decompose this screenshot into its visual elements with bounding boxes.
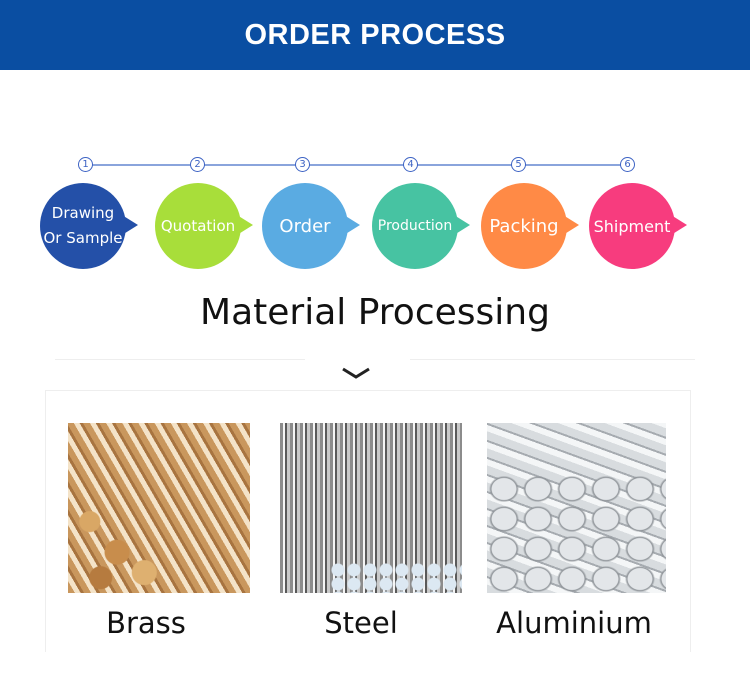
step-quotation: Quotation xyxy=(155,183,253,269)
step-packing: Packing xyxy=(481,183,579,269)
step-label: Order xyxy=(279,215,331,237)
step-production: Production xyxy=(372,183,470,269)
chevron-down-icon xyxy=(342,367,370,379)
step-number-1: 1 xyxy=(78,157,93,172)
divider xyxy=(55,359,305,360)
step-label: Or Sample xyxy=(43,229,123,247)
aluminium-image xyxy=(487,423,666,593)
timeline-line xyxy=(85,164,627,166)
step-order: Order xyxy=(262,183,360,269)
materials-panel xyxy=(45,390,691,652)
step-drawing: Drawing Or Sample xyxy=(40,183,138,269)
step-label: Packing xyxy=(489,215,559,237)
section-title: Material Processing xyxy=(200,292,550,333)
step-number-5: 5 xyxy=(511,157,526,172)
step-label: Production xyxy=(377,217,453,234)
step-number-3: 3 xyxy=(295,157,310,172)
brass-image xyxy=(68,423,250,593)
divider xyxy=(410,359,695,360)
page-header: ORDER PROCESS xyxy=(0,0,750,70)
material-label-steel: Steel xyxy=(324,606,398,640)
steel-image xyxy=(280,423,462,593)
step-label: Drawing xyxy=(51,204,115,222)
material-label-brass: Brass xyxy=(106,606,186,640)
step-shipment: Shipment xyxy=(589,183,687,269)
step-label: Shipment xyxy=(593,216,671,236)
step-number-4: 4 xyxy=(403,157,418,172)
step-label: Quotation xyxy=(160,216,236,235)
step-number-6: 6 xyxy=(620,157,635,172)
header-title: ORDER PROCESS xyxy=(244,19,506,51)
step-number-2: 2 xyxy=(190,157,205,172)
material-label-aluminium: Aluminium xyxy=(496,606,652,640)
